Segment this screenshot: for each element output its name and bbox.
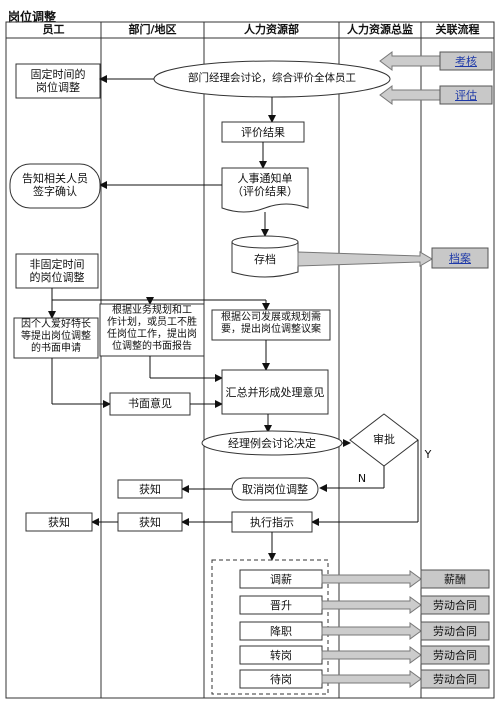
dept-report-label: 根据业务规划和工 作计划，或员工不胜 任岗位工作，提出岗 位调整的书面报告 [107, 305, 197, 352]
header-employee: 员工 [42, 23, 65, 36]
hr-proposal-box [211, 309, 331, 341]
personal-request-box [13, 317, 99, 359]
informed-emp-label: 获知 [48, 516, 70, 529]
related-contract: 劳动合同 [433, 673, 477, 686]
non-fixed-time-box [15, 253, 99, 289]
notice-label: 人事通知单 （评价结果） [232, 172, 298, 198]
related-box-contract [420, 595, 490, 615]
informed-dept-box [117, 479, 183, 499]
related-box-evaluation [439, 85, 493, 105]
fixed-time-box [15, 63, 101, 99]
related-box-archive [431, 247, 489, 269]
page-title: 岗位调整 [8, 10, 57, 24]
informed-dept2-label: 获知 [139, 516, 161, 529]
summarize-label: 汇总并形成处理意见 [225, 386, 325, 399]
archive-cylinder [231, 242, 299, 278]
grey-arrow [379, 85, 441, 105]
informed-emp-box [25, 512, 93, 532]
related-assessment-link[interactable]: 考核 [455, 55, 477, 68]
notice-doc [221, 167, 309, 213]
related-box-contract [420, 621, 490, 641]
related-salary: 薪酬 [444, 573, 466, 586]
cancel-label: 取消岗位调整 [242, 483, 308, 496]
related-contract: 劳动合同 [433, 625, 477, 638]
summarize-box [221, 369, 329, 415]
grey-arrow [379, 51, 441, 71]
related-archive-link[interactable]: 档案 [449, 252, 471, 265]
header-hr-director: 人力资源总监 [347, 23, 413, 36]
header-department: 部门/地区 [128, 23, 177, 36]
related-box-contract [420, 669, 490, 689]
personal-request-label: 因个人爱好特长 等提出岗位调整 的书面申请 [21, 319, 91, 354]
discuss-label: 部门经理会讨论，综合评价全体员工 [188, 72, 356, 84]
related-evaluation-link[interactable]: 评估 [455, 89, 477, 102]
informed-dept-label: 获知 [139, 483, 161, 496]
action-standby: 待岗 [270, 673, 292, 686]
action-demotion: 降职 [270, 625, 292, 638]
action-promotion: 晋升 [270, 599, 292, 612]
grey-arrow [297, 251, 433, 267]
manager-meeting-label: 经理例会讨论决定 [228, 437, 316, 450]
execute-label: 执行指示 [250, 516, 294, 529]
related-contract: 劳动合同 [433, 649, 477, 662]
related-box-salary [420, 569, 490, 589]
hr-proposal-label: 根据公司发展或规划需 要，提出岗位调整议案 [221, 312, 321, 335]
related-contract: 劳动合同 [433, 599, 477, 612]
dept-report-box [99, 303, 205, 357]
approve-label: 审批 [373, 433, 395, 446]
fixed-time-label: 固定时间的 岗位调整 [30, 68, 86, 94]
no-label: N [357, 472, 367, 485]
archive-label: 存档 [254, 253, 276, 266]
related-box-assessment [439, 51, 493, 71]
header-related: 关联流程 [435, 23, 480, 36]
frame [5, 21, 495, 699]
eval-result-label: 评价结果 [241, 126, 285, 139]
inform-sign-box [9, 163, 101, 209]
written-opinion-label: 书面意见 [128, 397, 172, 410]
inform-sign-label: 告知相关人员 签字确认 [22, 172, 88, 198]
yes-label: Y [424, 448, 432, 461]
header-hr-dept: 人力资源部 [244, 23, 299, 36]
related-box-contract [420, 645, 490, 665]
action-transfer: 转岗 [270, 649, 292, 662]
non-fixed-time-label: 非固定时间 的岗位调整 [29, 258, 85, 284]
action-salary-adjust: 调薪 [270, 573, 292, 586]
